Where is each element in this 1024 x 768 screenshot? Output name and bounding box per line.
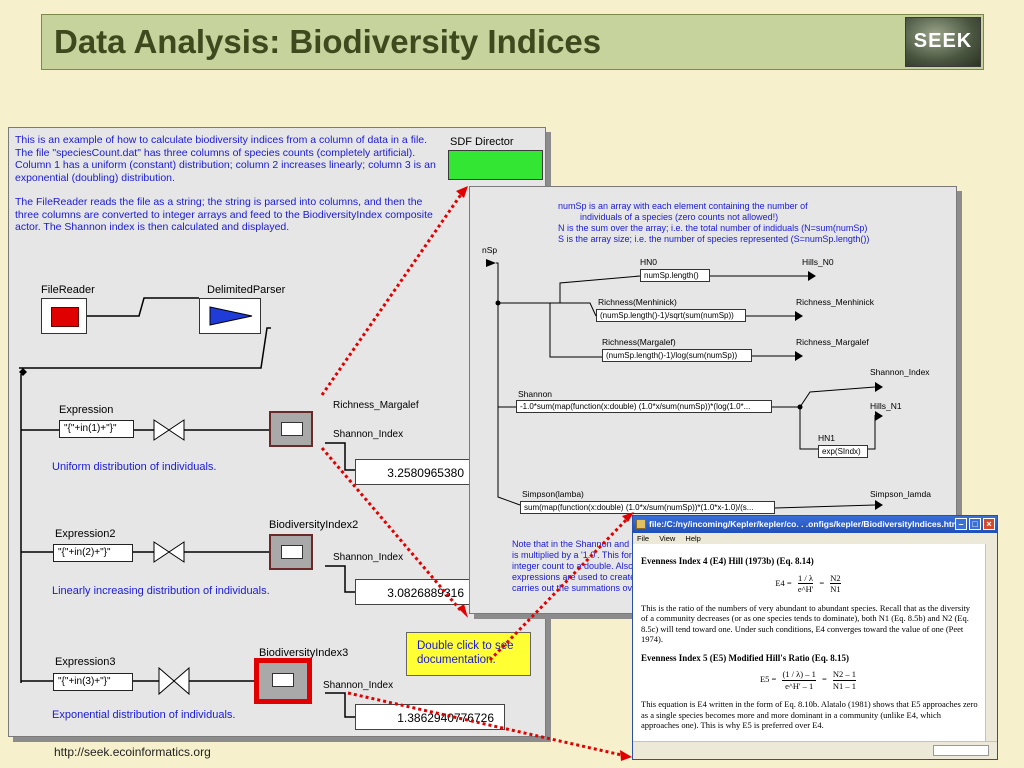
input-port-label: nSp: [482, 245, 498, 255]
folder-icon: [51, 307, 79, 327]
browser-menu-bar: File View Help: [633, 533, 997, 544]
expression-actor-1[interactable]: "{"+in(1)+"}": [59, 420, 134, 438]
display-output-3[interactable]: 1.3862940776726: [355, 704, 505, 730]
expression-label-1: Expression: [59, 404, 114, 416]
output-label-simpson: Simpson_lamda: [870, 489, 931, 499]
browser-title-bar[interactable]: file:/C:/ny/incoming/Kepler/kepler/co. .…: [633, 516, 997, 533]
section-heading-e5: Evenness Index 5 (E5) Modified Hill's Ra…: [641, 652, 850, 663]
equation-e5: E5 = (1 / λ) – 1 e^H' – 1 = N2 – 1 N1 – …: [759, 669, 857, 691]
parser-triangle-icon: [209, 306, 253, 326]
formula-margalef[interactable]: (numSp.length()-1)/log(sum(numSp)): [602, 349, 752, 362]
actor-label-shannon: Shannon: [518, 389, 553, 399]
composite-note-4: expressions are used to create: [512, 572, 636, 582]
composite-label-2: BiodiversityIndex2: [269, 519, 359, 531]
delimited-parser-actor[interactable]: [199, 298, 261, 334]
delimited-parser-label: DelimitedParser: [207, 284, 286, 296]
menu-help[interactable]: Help: [685, 534, 701, 543]
expression-label-2: Expression2: [55, 528, 116, 540]
actor-label-margalef: Richness(Margalef): [602, 337, 676, 347]
close-button[interactable]: ×: [983, 518, 995, 530]
actor-label-menhinick: Richness(Menhinick): [598, 297, 677, 307]
section-body-e5: This equation is E4 written in the form …: [641, 699, 978, 730]
composite-note-2: is multiplied by a '1.0'. This force: [512, 550, 642, 560]
output-label-menhinick: Richness_Menhinick: [796, 297, 874, 307]
section-heading-e4: Evenness Index 4 (E4) Hill (1973b) (Eq. …: [641, 556, 814, 566]
biodiversity-index-actor-2[interactable]: [269, 534, 313, 570]
expression-actor-3[interactable]: "{"+in(3)+"}": [53, 673, 133, 691]
caption-3: Exponential distribution of individuals.: [52, 709, 236, 721]
file-reader-label: FileReader: [41, 284, 95, 296]
composite-note-5: carries out the summations ove: [512, 583, 638, 593]
browser-status-bar: [633, 741, 997, 759]
display-output-1[interactable]: 3.2580965380: [355, 459, 475, 485]
composite-note-3: integer count to a double. Also, t: [512, 561, 641, 571]
composite-label-3: BiodiversityIndex3: [259, 647, 349, 659]
composite-desc-3: N is the sum over the array; i.e. the to…: [558, 223, 868, 233]
actor-label-hn0: HN0: [640, 257, 658, 267]
caption-2: Linearly increasing distribution of indi…: [52, 585, 270, 597]
composite-desc-4: S is the array size; i.e. the number of …: [558, 234, 870, 244]
menu-view[interactable]: View: [659, 534, 676, 543]
file-reader-actor[interactable]: [41, 298, 87, 334]
actor-label-hn1: HN1: [818, 433, 836, 443]
formula-menhinick[interactable]: (numSp.length()-1)/sqrt(sum(numSp)): [596, 309, 746, 322]
port-label-shannon-2: Shannon_Index: [333, 552, 404, 563]
logo-text: SEEK: [913, 30, 973, 52]
formula-shannon[interactable]: -1.0*sum(map(function(x:double) (1.0*x/s…: [516, 400, 772, 413]
description-paragraph-1: This is an example of how to calculate b…: [15, 134, 436, 184]
formula-hn0[interactable]: numSp.length(): [640, 269, 710, 282]
equation-e4: E4 = 1 / λ e^H' = N2 N1: [775, 572, 841, 594]
description-paragraph-2: The FileReader reads the file as a strin…: [15, 196, 433, 233]
output-label-hills-n1: Hills_N1: [870, 401, 902, 411]
composite-icon: [272, 673, 294, 687]
browser-content: Evenness Index 4 (E4) Hill (1973b) (Eq. …: [633, 544, 987, 742]
title-bar: Data Analysis: Biodiversity Indices SEEK: [41, 14, 984, 70]
browser-scrollbar[interactable]: [985, 544, 997, 742]
composite-desc-2: individuals of a species (zero counts no…: [580, 212, 779, 222]
actor-label-simpson: Simpson(lamba): [522, 489, 584, 499]
sdf-director[interactable]: [448, 150, 543, 180]
composite-icon: [281, 422, 303, 436]
minimize-button[interactable]: –: [955, 518, 967, 530]
port-label-shannon-3: Shannon_Index: [323, 680, 394, 691]
formula-hn1[interactable]: exp(SIndx): [818, 445, 868, 458]
director-label: SDF Director: [450, 136, 514, 148]
composite-note-1: Note that in the Shannon and Si: [512, 539, 640, 549]
biodiversity-index-actor-3[interactable]: [254, 658, 312, 704]
expression-actor-2[interactable]: "{"+in(2)+"}": [53, 544, 133, 562]
display-output-2[interactable]: 3.0826889316: [355, 579, 475, 605]
composite-desc-1: numSp is an array with each element cont…: [558, 201, 808, 211]
seek-logo: SEEK: [905, 17, 981, 67]
output-label-margalef: Richness_Margalef: [796, 337, 869, 347]
output-label-hills-n0: Hills_N0: [802, 257, 834, 267]
browser-app-icon: [636, 519, 646, 529]
workflow-description: This is an example of how to calculate b…: [15, 134, 445, 246]
formula-simpson[interactable]: sum(map(function(x:double) (1.0*x/sum(nu…: [520, 501, 775, 514]
port-label-richness-margalef: Richness_Margalef: [333, 400, 419, 411]
slide-title: Data Analysis: Biodiversity Indices: [54, 23, 602, 60]
documentation-browser-window[interactable]: file:/C:/ny/incoming/Kepler/kepler/co. .…: [632, 515, 998, 760]
browser-title-text: file:/C:/ny/incoming/Kepler/kepler/co. .…: [649, 519, 962, 529]
expression-label-3: Expression3: [55, 656, 116, 668]
documentation-note[interactable]: Double click to see documentation.: [406, 632, 531, 676]
menu-file[interactable]: File: [637, 534, 650, 543]
footer-url[interactable]: http://seek.ecoinformatics.org: [54, 745, 211, 759]
composite-icon: [281, 545, 303, 559]
port-label-shannon-1: Shannon_Index: [333, 429, 404, 440]
section-body-e4: This is the ratio of the numbers of very…: [641, 602, 971, 645]
maximize-button[interactable]: □: [969, 518, 981, 530]
biodiversity-index-actor-1[interactable]: [269, 411, 313, 447]
status-field: [933, 745, 989, 756]
caption-1: Uniform distribution of individuals.: [52, 461, 217, 473]
output-label-shannon: Shannon_Index: [870, 367, 930, 377]
